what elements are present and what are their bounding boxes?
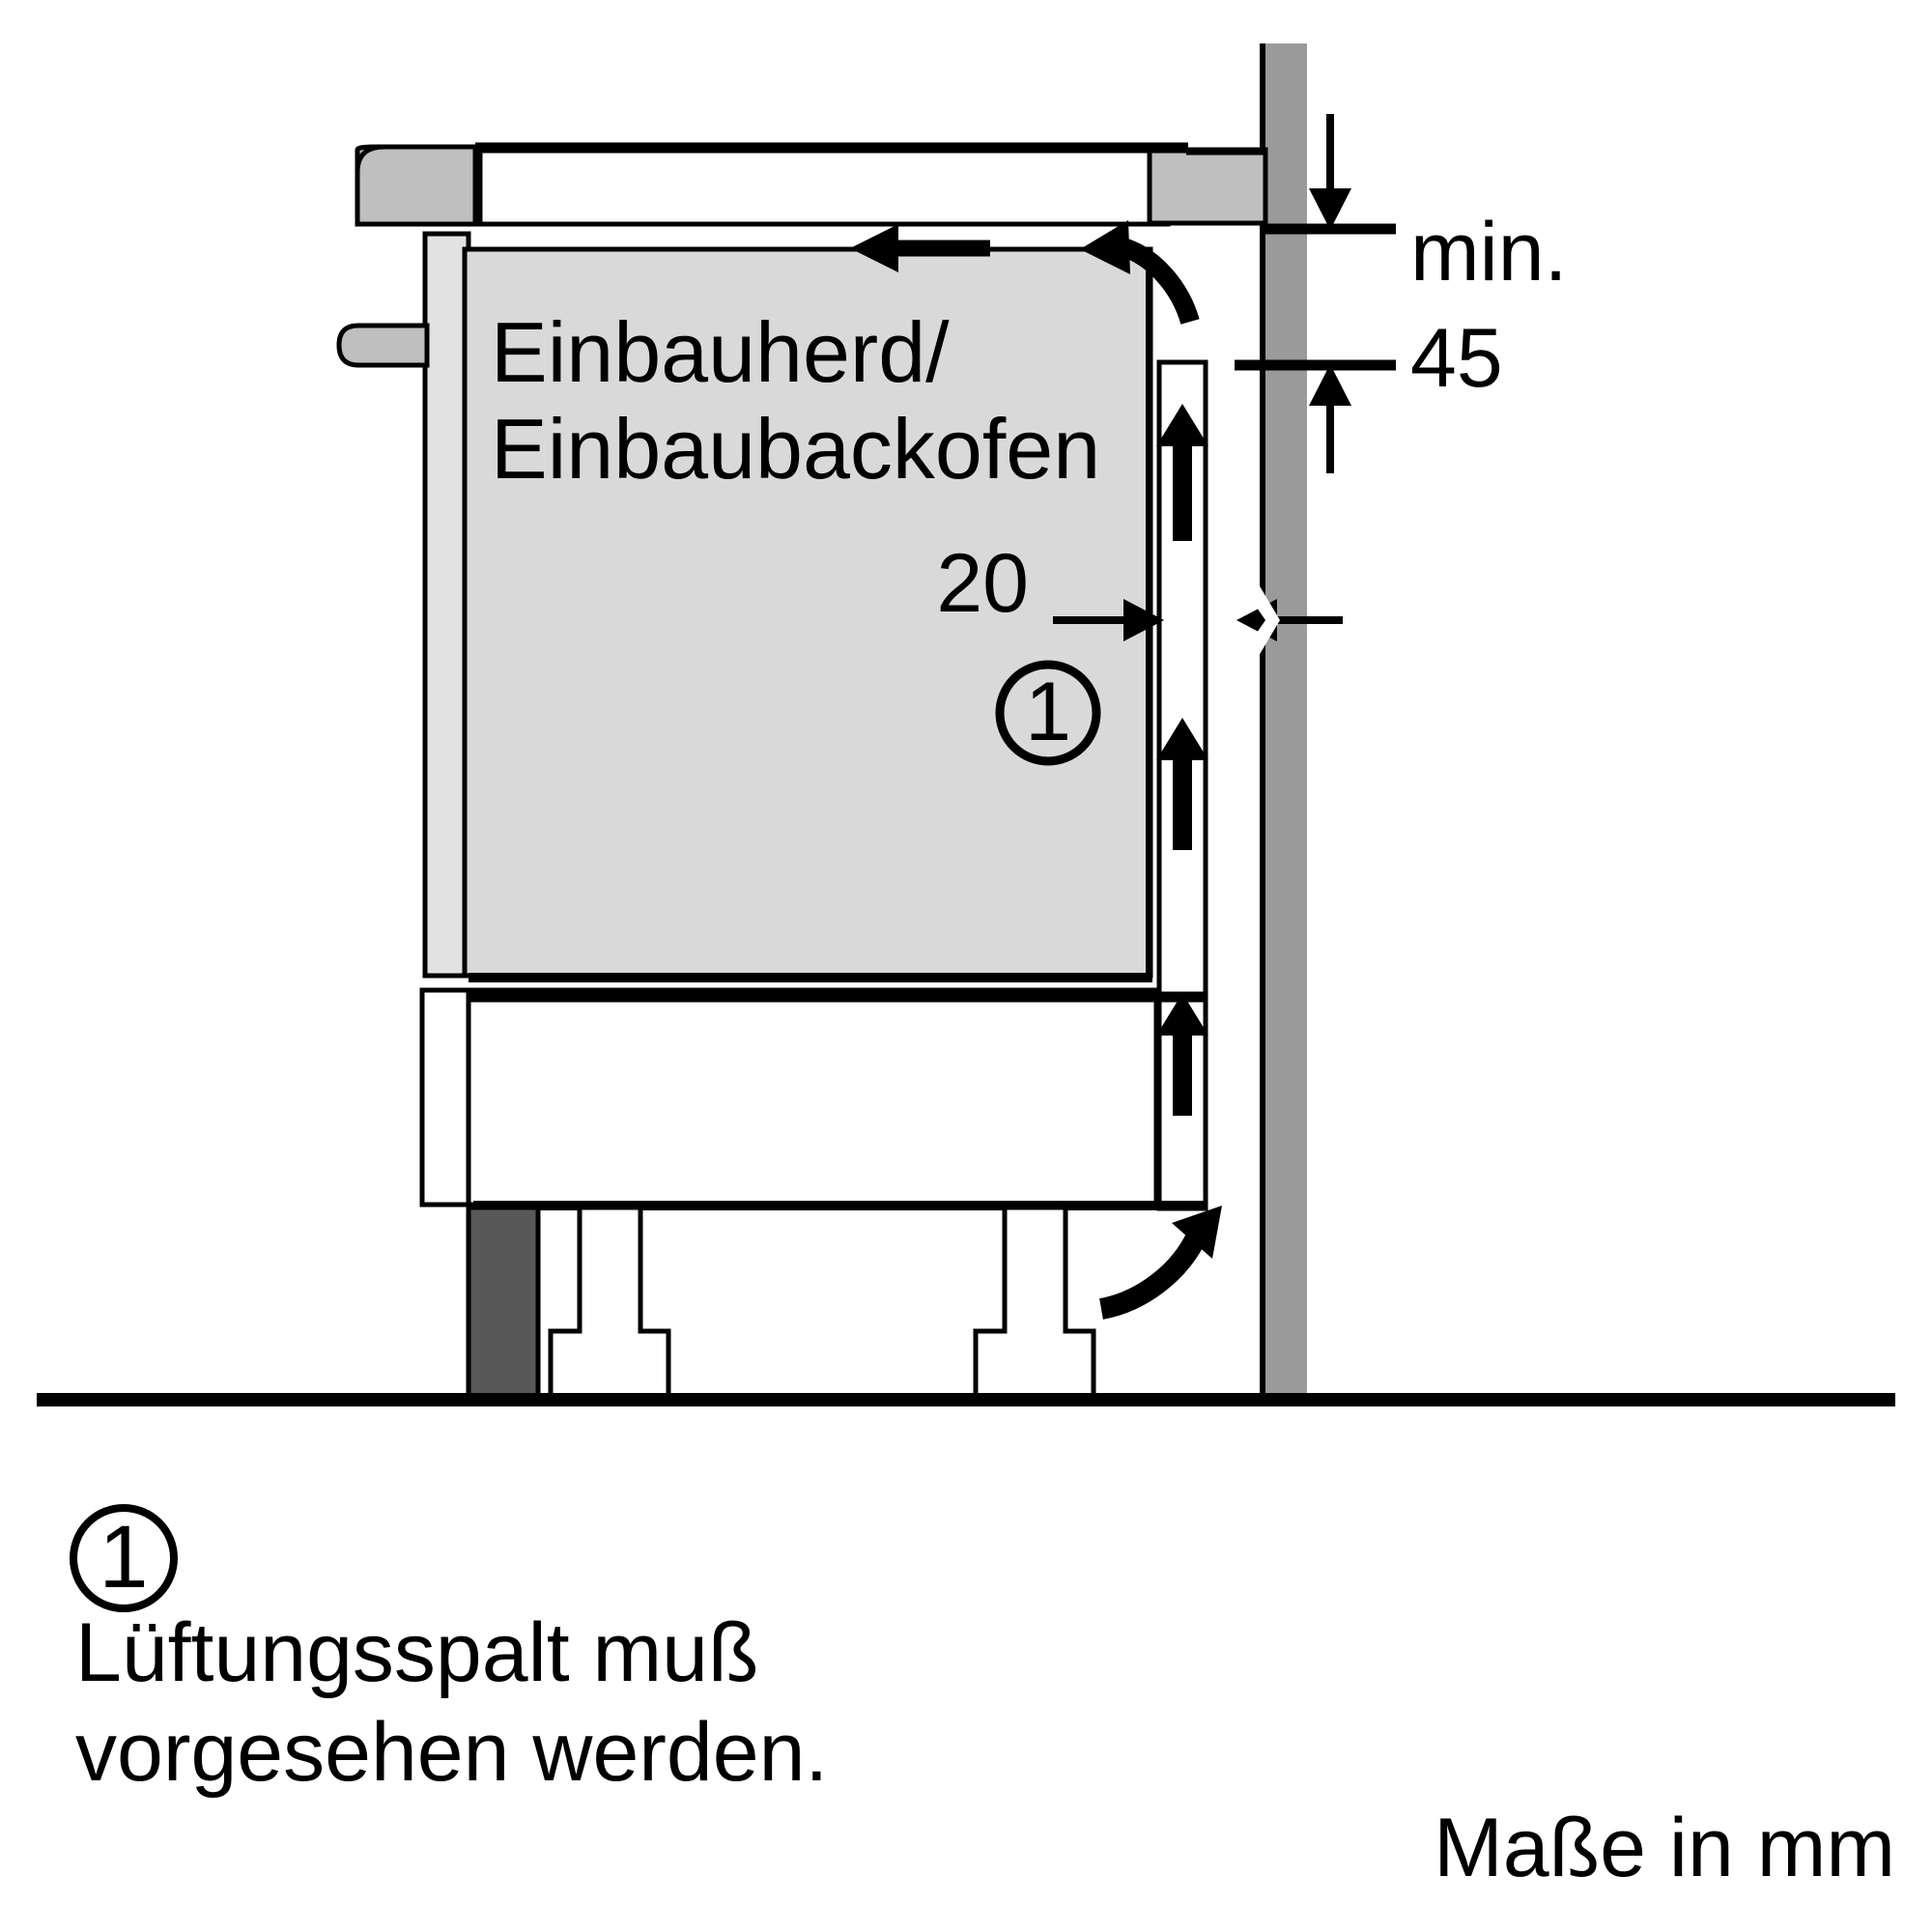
airflow-arrow-top-curved (1080, 220, 1200, 326)
airflow-arrow-top-straight (850, 224, 990, 272)
cabinet-leg-left (548, 1205, 671, 1399)
oven-body (462, 246, 1153, 979)
callout-marker-number: 1 (1025, 666, 1071, 758)
oven-handle (336, 323, 430, 368)
cabinet-leg-right (973, 1205, 1096, 1399)
dim-arrow-down-min45 (1309, 114, 1351, 230)
worktop-slab (477, 144, 1171, 227)
airflow-arrow-up-2 (1156, 718, 1208, 850)
dim-label-45: 45 (1410, 312, 1503, 405)
appliance-label-line2: Einbaubackofen (491, 401, 1100, 497)
cabinet-lower-box (419, 987, 1159, 1208)
airflow-arrow-up-1 (1156, 404, 1208, 541)
airflow-arrow-bottom-curved (1098, 1206, 1222, 1320)
unit-note: Maße in mm (1434, 1802, 1895, 1894)
dim-notch-white (1237, 580, 1280, 661)
worktop-right-segment (1147, 147, 1268, 226)
worktop-left-cap-round (355, 144, 478, 227)
dim-label-20: 20 (936, 537, 1029, 630)
wall (1261, 43, 1307, 1401)
cabinet-side-panel (422, 231, 471, 979)
dim-arrow-up-min45 (1309, 364, 1351, 473)
plinth (466, 1205, 541, 1399)
legend-line2: vorgesehen werden. (75, 1706, 828, 1799)
dim-arrow-right-20 (1053, 599, 1164, 641)
callout-marker-circle (995, 660, 1101, 766)
appliance-label-line1: Einbauherd/ (491, 304, 950, 400)
legend-line1: Lüftungsspalt muß (75, 1606, 758, 1699)
legend-marker-number: 1 (99, 1508, 148, 1606)
legend-marker-circle (70, 1504, 178, 1612)
airflow-arrow-up-3 (1156, 993, 1208, 1116)
dim-label-min: min. (1410, 206, 1567, 298)
